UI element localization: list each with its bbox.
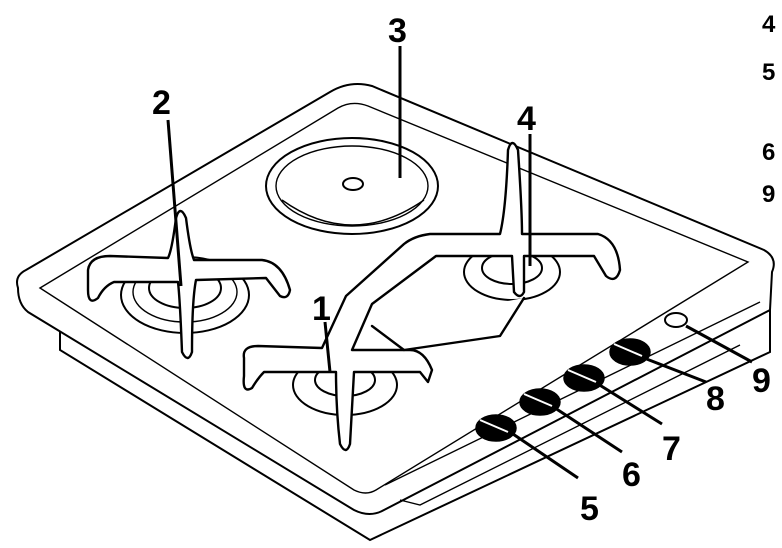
hotplate bbox=[265, 137, 439, 235]
callout-hotplate: 3 bbox=[388, 12, 407, 50]
callout-knob-c: 7 bbox=[662, 430, 681, 468]
callout-rear-right: 4 bbox=[517, 100, 536, 138]
knob-d bbox=[609, 338, 651, 366]
callout-front: 1 bbox=[312, 290, 331, 328]
side-list-item: 4 bbox=[762, 11, 776, 38]
leader-knob-b bbox=[554, 406, 623, 454]
callout-knob-b: 6 bbox=[622, 456, 641, 494]
knob-a bbox=[475, 414, 517, 442]
hob-top-surface bbox=[16, 83, 775, 515]
hotplate-ring bbox=[275, 145, 429, 227]
hob-inner-rim bbox=[38, 102, 750, 494]
leader-knob-c bbox=[597, 382, 663, 426]
control-strip-lower bbox=[399, 344, 741, 506]
leader-knob-a bbox=[509, 430, 579, 480]
leader-knob-d bbox=[643, 356, 707, 384]
leader-ignition bbox=[685, 324, 753, 364]
callout-knob-a: 5 bbox=[580, 490, 599, 528]
leader-rear-left bbox=[166, 119, 183, 287]
side-list-item: 9 bbox=[762, 181, 775, 208]
callout-rear-left: 2 bbox=[152, 84, 171, 122]
hob-body bbox=[16, 83, 775, 542]
grate-right bbox=[242, 141, 622, 452]
callout-ignition: 9 bbox=[752, 362, 771, 400]
side-list-item: 6 bbox=[762, 139, 775, 166]
hotplate-center bbox=[342, 177, 364, 191]
grate-right-inner bbox=[370, 296, 526, 352]
leader-front bbox=[323, 321, 332, 373]
ignition-button bbox=[664, 312, 688, 328]
knob-c bbox=[563, 364, 605, 392]
callout-knob-d: 8 bbox=[706, 380, 725, 418]
side-list-item: 5 bbox=[762, 59, 775, 86]
knob-b bbox=[519, 388, 561, 416]
hotplate-rim-shadow bbox=[281, 199, 425, 226]
